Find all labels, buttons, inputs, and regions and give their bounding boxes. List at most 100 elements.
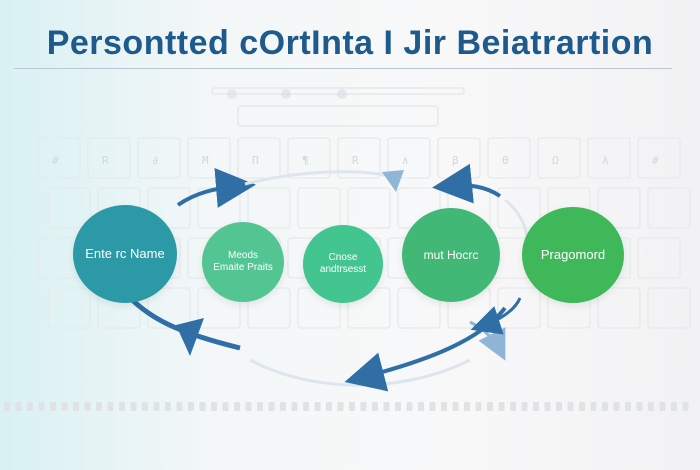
strip-mark — [406, 402, 413, 411]
strip-mark — [73, 402, 79, 411]
strip-mark — [27, 402, 33, 411]
keyboard-key — [87, 137, 131, 179]
keyboard-key — [647, 187, 691, 229]
strip-mark — [337, 402, 344, 411]
keyboard-key — [537, 137, 581, 179]
keyboard-key — [437, 137, 481, 179]
strip-mark — [176, 402, 183, 411]
strip-mark — [268, 402, 275, 411]
strip-mark — [383, 402, 390, 411]
step-label: Pragomord — [540, 246, 606, 262]
keyboard-key-glyph: Θ — [502, 154, 509, 167]
strip-mark — [96, 402, 102, 411]
strip-mark — [625, 402, 631, 411]
decorative-strip — [4, 402, 689, 411]
keyboard-key — [247, 187, 291, 229]
strip-mark — [452, 402, 459, 411]
keyboard-key-glyph: ¶ — [302, 154, 309, 167]
step-enter-name: Ente rc Name — [73, 205, 177, 303]
strip-mark — [659, 402, 666, 411]
strip-mark — [291, 402, 298, 411]
strip-mark — [441, 402, 447, 411]
keyboard-key — [337, 137, 381, 179]
strip-mark — [487, 402, 493, 411]
step-cnose: Cnose andtrsesst — [303, 225, 383, 303]
step-meods: Meods Emaite Praits — [202, 222, 284, 302]
strip-mark — [50, 402, 56, 411]
strip-mark — [521, 402, 528, 411]
strip-mark — [142, 402, 148, 411]
title-divider — [14, 68, 672, 69]
keyboard-key — [237, 137, 281, 179]
strip-mark — [556, 402, 562, 411]
keyboard-key-glyph: ∂ — [152, 154, 159, 167]
keyboard-key — [497, 187, 541, 229]
strip-mark — [15, 402, 22, 411]
strip-mark — [533, 402, 539, 411]
strip-mark — [245, 402, 252, 411]
strip-mark — [257, 402, 263, 411]
strip-mark — [61, 402, 68, 411]
keyboard-key — [637, 137, 681, 179]
keyboard-key-glyph: Ω — [552, 154, 559, 167]
keyboard-key — [47, 187, 91, 229]
strip-mark — [464, 402, 470, 411]
keyboard-key-glyph: R — [352, 154, 359, 167]
strip-mark — [671, 402, 677, 411]
strip-mark — [510, 402, 516, 411]
step-label: mut Hocrc — [423, 247, 479, 262]
keyboard-key — [287, 137, 331, 179]
strip-mark — [579, 402, 585, 411]
keyboard-key-glyph: R — [102, 154, 109, 167]
step-pragomord: Pragomord — [522, 207, 624, 303]
strip-mark — [429, 402, 436, 411]
strip-mark — [188, 402, 194, 411]
keyboard-key-glyph: # — [52, 154, 59, 167]
keyboard-key-glyph: Π — [252, 154, 259, 167]
strip-mark — [544, 402, 551, 411]
keyboard-key — [137, 137, 181, 179]
keyboard-key — [597, 187, 641, 229]
keyboard-key — [647, 287, 691, 329]
strip-mark — [636, 402, 643, 411]
keyboard-key-glyph: ∧ — [402, 154, 409, 167]
keyboard-key — [497, 287, 541, 329]
strip-mark — [4, 402, 10, 411]
strip-mark — [418, 402, 424, 411]
strip-mark — [682, 402, 689, 411]
step-label: Ente rc Name — [85, 245, 165, 261]
keyboard-key — [297, 187, 341, 229]
strip-mark — [303, 402, 309, 411]
strip-mark — [326, 402, 332, 411]
keyboard-key-glyph: # — [652, 154, 659, 167]
strip-mark — [314, 402, 321, 411]
strip-mark — [234, 402, 240, 411]
strip-mark — [349, 402, 355, 411]
keyboard-key — [597, 287, 641, 329]
strip-mark — [119, 402, 125, 411]
strip-mark — [648, 402, 654, 411]
strip-mark — [395, 402, 401, 411]
strip-mark — [211, 402, 217, 411]
keyboard-key-glyph: M — [202, 154, 209, 167]
keyboard-key — [587, 137, 631, 179]
strip-mark — [590, 402, 597, 411]
step-mut-hocrc: mut Hocrc — [402, 208, 500, 302]
strip-mark — [280, 402, 286, 411]
strip-mark — [475, 402, 482, 411]
strip-mark — [165, 402, 171, 411]
strip-mark — [130, 402, 137, 411]
keyboard-key — [487, 137, 531, 179]
step-label: Meods Emaite Praits — [213, 249, 273, 274]
keyboard-key — [187, 137, 231, 179]
keyboard-key — [47, 287, 91, 329]
strip-mark — [613, 402, 620, 411]
diagram-title: Persontted cOrtInta I Jir Beiatrartion — [46, 24, 654, 62]
keyboard-key — [387, 137, 431, 179]
keyboard-key — [637, 237, 681, 279]
strip-mark — [567, 402, 574, 411]
strip-mark — [602, 402, 608, 411]
strip-mark — [84, 402, 91, 411]
strip-mark — [153, 402, 160, 411]
